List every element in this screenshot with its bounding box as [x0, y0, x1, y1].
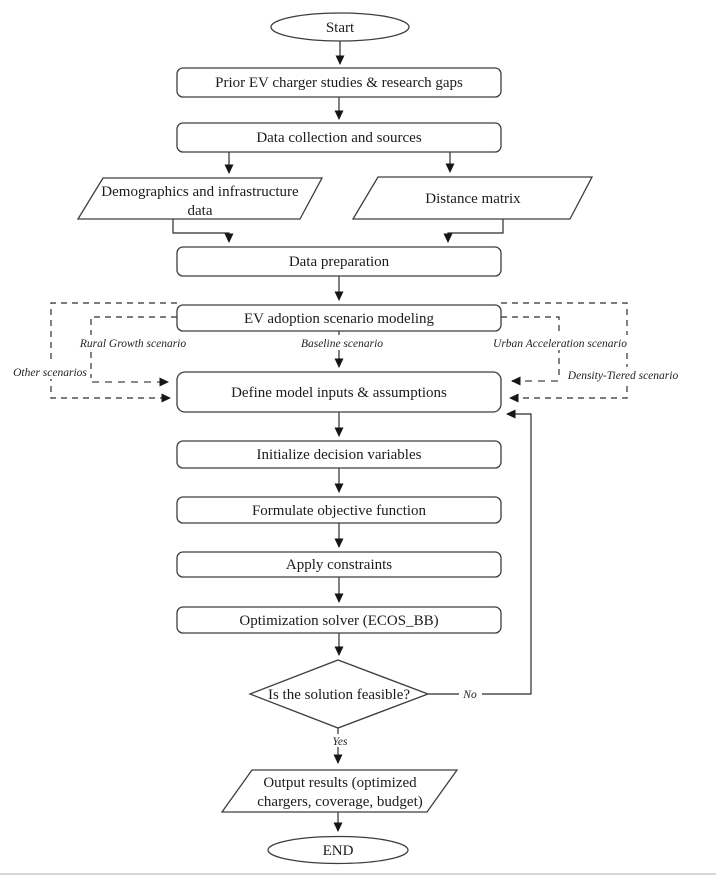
node-label: Optimization solver (ECOS_BB): [239, 613, 438, 629]
node-label: Is the solution feasible?: [268, 687, 410, 703]
label-bg: [564, 367, 684, 382]
scenario-dashed-edges: [50, 302, 628, 403]
start-terminator-shape: [270, 12, 410, 42]
edge-distance-to-preparation: [443, 219, 504, 243]
label-bg: [74, 335, 194, 350]
node-label-line1: Output results (optimized: [263, 775, 417, 791]
process-shape: [176, 304, 502, 332]
decision-diamond-shape: [248, 659, 430, 729]
node-define-inputs: Define model inputs & assumptions: [176, 371, 502, 413]
node-data-collection: Data collection and sources: [176, 122, 502, 153]
node-label: Distance matrix: [425, 191, 521, 207]
process-shape: [176, 246, 502, 277]
node-label-line2: data: [188, 203, 213, 219]
label-bg: [487, 335, 635, 350]
dashed-right-outer-loop: [501, 302, 628, 403]
dashed-right-inner-line: [501, 316, 560, 375]
node-label: END: [323, 843, 354, 859]
process-shape: [176, 122, 502, 153]
process-shape: [176, 371, 502, 413]
label-bg: [10, 364, 90, 379]
label-bg: [329, 734, 351, 747]
edge-demographics-to-preparation: [172, 219, 234, 243]
data-parallelogram-shape: [76, 177, 324, 220]
process-shape: [176, 440, 502, 469]
node-demographics-data: Demographics and infrastructure data: [76, 177, 324, 220]
node-label: Data preparation: [289, 254, 390, 270]
edge-label-other-scenarios: Other scenarios: [13, 367, 87, 379]
node-data-preparation: Data preparation: [176, 246, 502, 277]
label-bg: [459, 687, 482, 700]
node-label: Apply constraints: [286, 557, 392, 573]
node-label: Initialize decision variables: [257, 447, 422, 463]
node-end: END: [267, 835, 409, 865]
edge-label-no: No: [462, 689, 477, 701]
node-distance-matrix: Distance matrix: [351, 176, 594, 220]
process-shape: [176, 606, 502, 634]
node-apply-constraints: Apply constraints: [176, 551, 502, 578]
node-label: Define model inputs & assumptions: [231, 385, 447, 401]
edge-label-yes: Yes: [333, 736, 348, 748]
edge-label-urban-acceleration: Urban Acceleration scenario: [493, 338, 627, 350]
edge-label-density-tiered: Density-Tiered scenario: [567, 370, 679, 382]
label-bg: [293, 335, 389, 350]
process-shape: [176, 551, 502, 578]
node-label: Data collection and sources: [256, 130, 422, 146]
data-parallelogram-shape: [351, 176, 594, 220]
node-label: Prior EV charger studies & research gaps: [215, 75, 463, 91]
edge-label-rural-growth: Rural Growth scenario: [79, 338, 187, 350]
node-initialize-variables: Initialize decision variables: [176, 440, 502, 469]
process-shape: [176, 496, 502, 524]
edge-label-baseline: Baseline scenario: [301, 338, 383, 350]
node-output-results: Output results (optimized chargers, cove…: [220, 769, 459, 813]
end-terminator-shape: [267, 835, 409, 865]
node-formulate-objective: Formulate objective function: [176, 496, 502, 524]
dashed-left-inner-line: [90, 316, 177, 378]
node-feasibility-decision: Is the solution feasible?: [248, 659, 430, 729]
data-parallelogram-shape: [220, 769, 459, 813]
node-prior-studies: Prior EV charger studies & research gaps: [176, 67, 502, 98]
node-optimization-solver: Optimization solver (ECOS_BB): [176, 606, 502, 634]
node-ev-adoption: EV adoption scenario modeling: [176, 304, 502, 332]
node-label: Start: [326, 20, 355, 36]
node-start: Start: [270, 12, 410, 42]
node-label-line1: Demographics and infrastructure: [101, 184, 299, 200]
dashed-left-outer-loop: [50, 302, 177, 403]
node-label: EV adoption scenario modeling: [244, 311, 435, 327]
process-shape: [176, 67, 502, 98]
node-label-line2: chargers, coverage, budget): [257, 794, 422, 810]
node-label: Formulate objective function: [252, 503, 427, 519]
edge-labels: Rural Growth scenario Baseline scenario …: [10, 335, 684, 748]
